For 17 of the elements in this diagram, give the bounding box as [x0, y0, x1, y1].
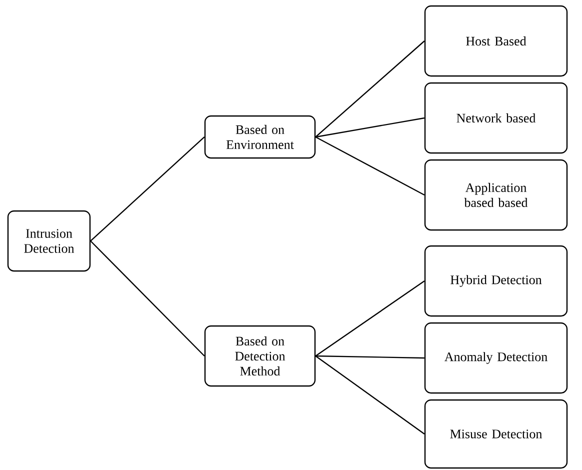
process-box: Misuse Detection — [424, 399, 568, 469]
connector-line — [316, 117, 424, 138]
process-box: Based on Environment — [204, 115, 316, 159]
process-box: Intrusion Detection — [7, 210, 91, 272]
process-box: Network based — [424, 82, 568, 154]
connector-line — [315, 40, 425, 138]
connector-line — [90, 136, 205, 242]
process-box: Host Based — [424, 5, 568, 77]
process-box: Application based based — [424, 159, 568, 231]
connector-line — [315, 280, 425, 356]
process-box: Anomaly Detection — [424, 322, 568, 394]
connector-line — [316, 355, 424, 359]
process-box: Based on Detection Method — [204, 325, 316, 387]
connector-line — [315, 356, 425, 434]
connector-line — [315, 136, 425, 196]
connector-line — [90, 240, 205, 356]
process-box: Hybrid Detection — [424, 245, 568, 317]
